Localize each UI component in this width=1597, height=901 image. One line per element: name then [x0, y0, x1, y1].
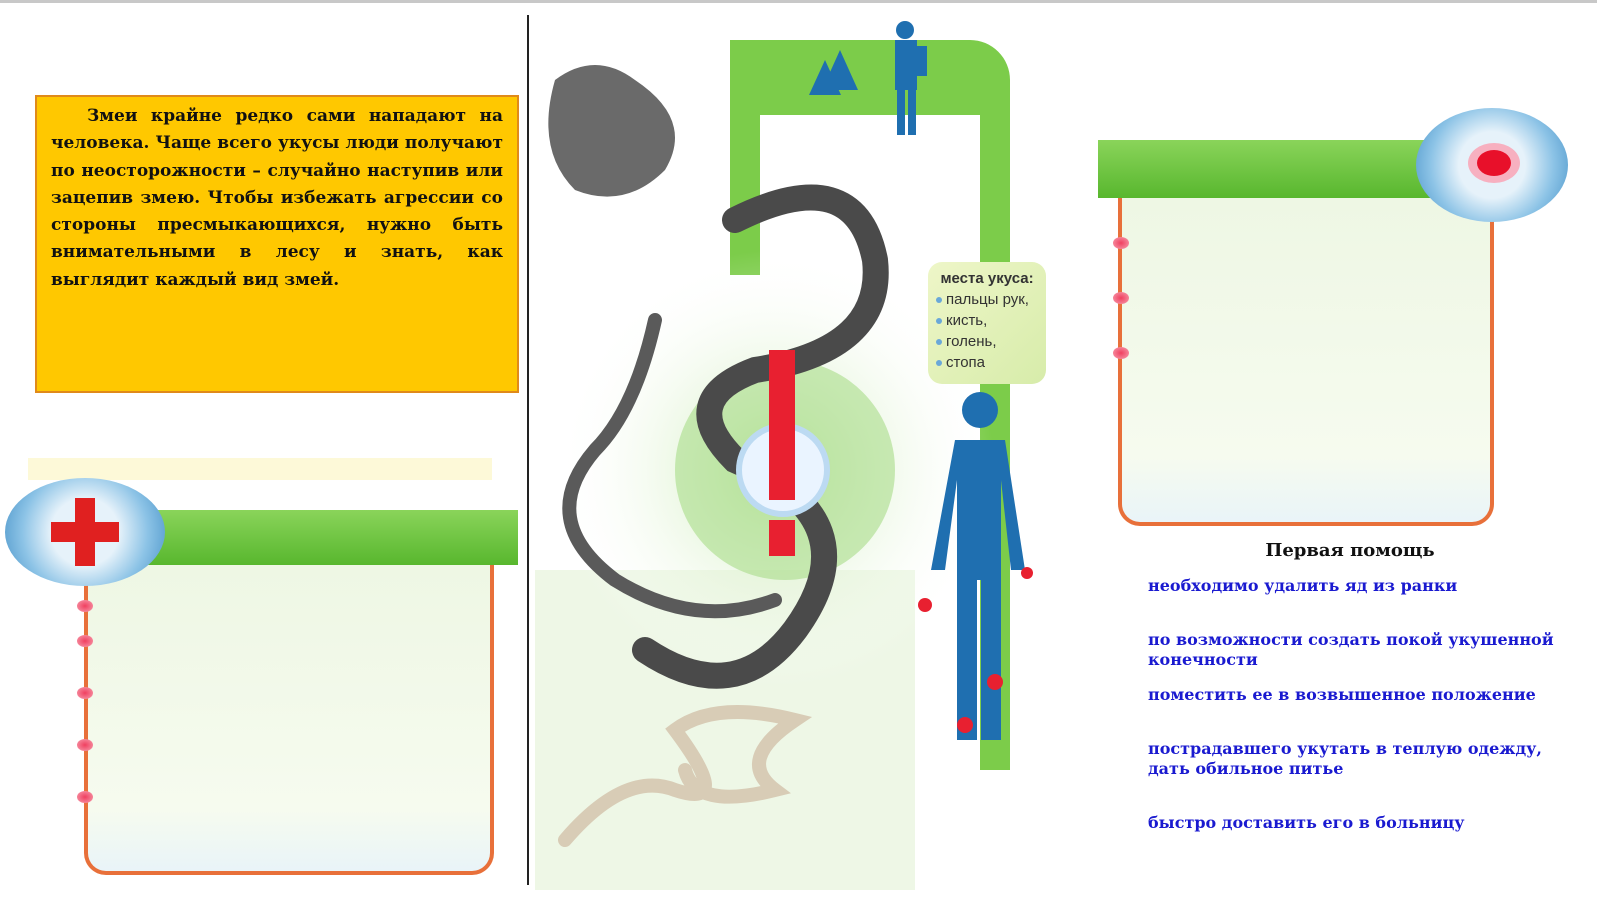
coiled-snake-icon: [548, 65, 675, 197]
first-aid-item: поместить ее в возвышенное положение: [1148, 685, 1536, 704]
column-divider: [527, 15, 529, 885]
red-target-icon: [1468, 143, 1520, 183]
frame-dot: [77, 739, 93, 751]
medical-cross-badge: [5, 478, 165, 586]
bite-place-item: пальцы рук,: [936, 289, 1038, 310]
first-aid-item: по возможности создать покой укушенной к…: [1148, 630, 1554, 669]
intro-text-box: Змеи крайне редко сами нападают на челов…: [35, 95, 519, 393]
left-empty-frame: [84, 565, 494, 875]
frame-dot: [1113, 347, 1129, 359]
frame-dot: [77, 687, 93, 699]
bite-places-box: места укуса: пальцы рук, кисть, голень, …: [928, 262, 1046, 384]
right-green-bar: [1098, 140, 1438, 198]
pale-snake-icon: [558, 705, 813, 847]
snake-illustration: [535, 21, 1033, 890]
right-empty-frame: [1118, 198, 1494, 526]
frame-dot: [1113, 237, 1129, 249]
left-green-bar: [110, 510, 518, 565]
target-badge: [1416, 108, 1568, 222]
exclamation-icon: [769, 350, 795, 500]
first-aid-title: Первая помощь: [1265, 540, 1435, 561]
bite-places-title: места укуса:: [940, 270, 1034, 287]
frame-dot: [1113, 292, 1129, 304]
red-cross-icon: [51, 498, 119, 566]
viper-icon: [562, 313, 782, 619]
bite-place-item: стопа: [936, 352, 1038, 373]
hiker-icon: [809, 21, 927, 135]
left-banner-stripe: [28, 458, 492, 480]
first-aid-item: быстро доставить его в больницу: [1148, 813, 1465, 832]
human-figure-icon: [931, 392, 1025, 740]
bite-place-item: голень,: [936, 331, 1038, 352]
frame-dot: [77, 635, 93, 647]
grass-snake-icon: [632, 184, 889, 689]
frame-dot: [77, 600, 93, 612]
first-aid-item: пострадавшего укутать в теплую одежду, д…: [1148, 739, 1542, 778]
frame-dot: [77, 791, 93, 803]
top-border: [0, 0, 1597, 3]
first-aid-item: необходимо удалить яд из ранки: [1148, 576, 1458, 595]
bite-place-item: кисть,: [936, 310, 1038, 331]
